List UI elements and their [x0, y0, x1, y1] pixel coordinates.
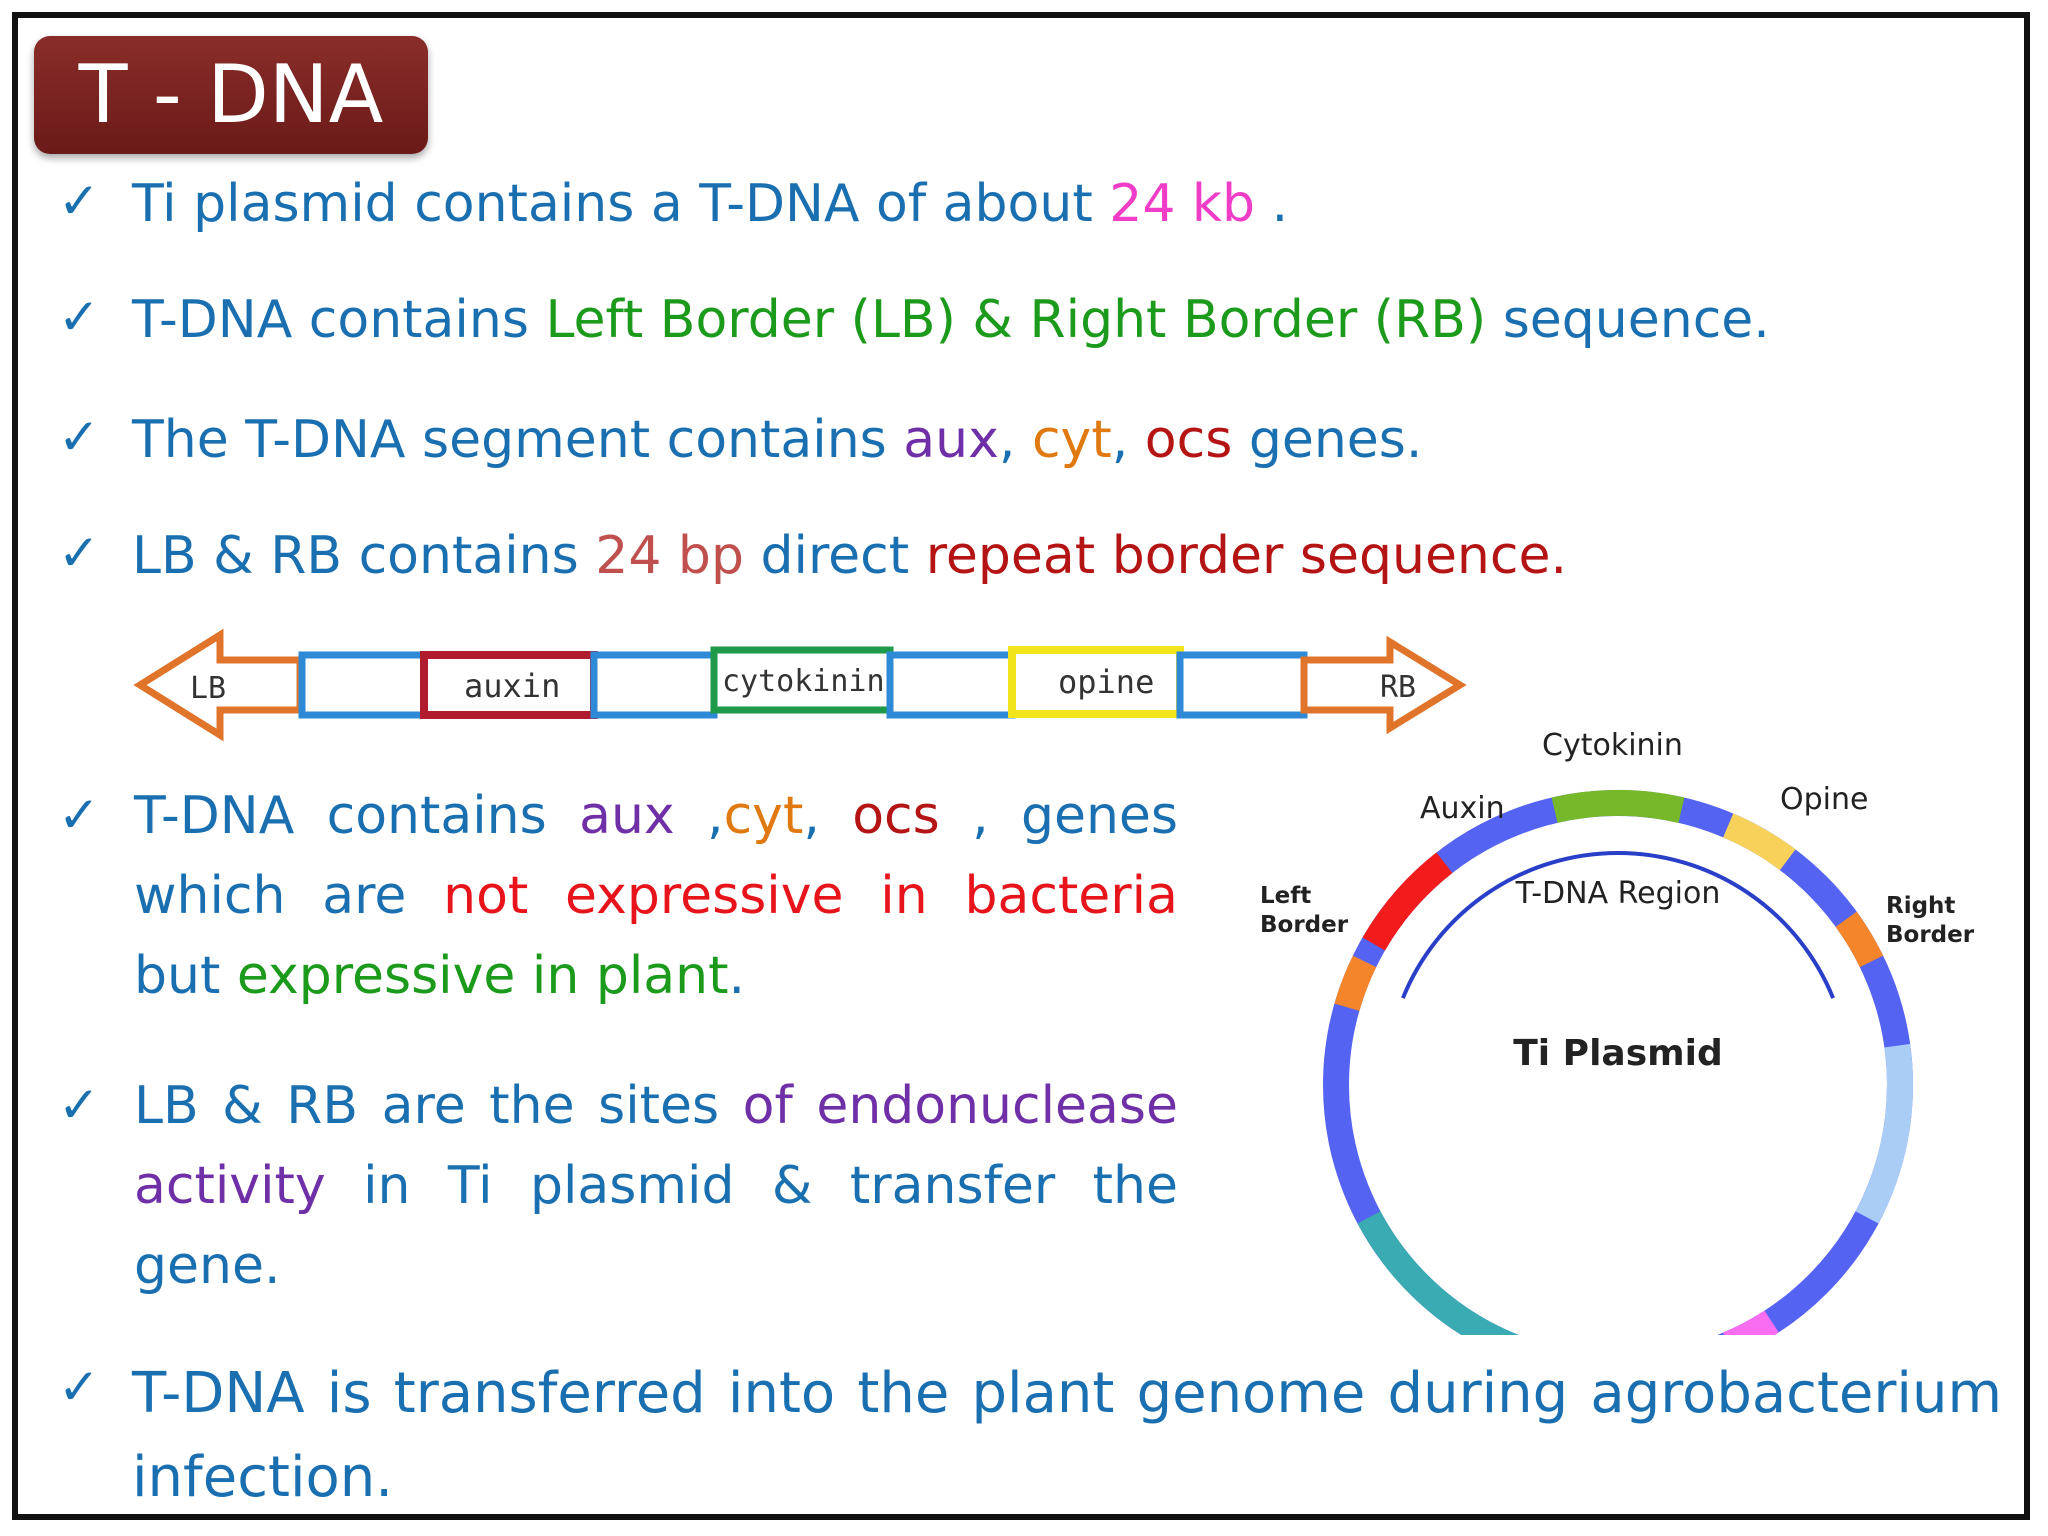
- check-icon: ✓: [58, 1358, 100, 1416]
- cytokinin-segment: [1551, 790, 1685, 823]
- endonuclease-text: of endonuclease activity: [134, 1076, 1178, 1216]
- right-border-label: Border: [1886, 922, 1975, 948]
- auxin-segment: [1362, 852, 1453, 951]
- left-border-label: Left: [1260, 883, 1311, 909]
- plasmid-ring: [1323, 790, 1913, 1335]
- bullet-1-end: .: [1255, 174, 1289, 234]
- auxin-label: auxin: [464, 667, 560, 705]
- check-icon: ✓: [58, 524, 100, 582]
- rb-label: RB: [1380, 670, 1416, 705]
- bullet-3: The T-DNA segment contains aux, cyt, ocs…: [132, 410, 1422, 470]
- gene-aux: aux: [579, 786, 675, 846]
- bullet-2-text: T-DNA contains: [132, 290, 546, 350]
- bullet-6-text: LB & RB are the sites: [134, 1076, 743, 1136]
- bullet-2: T-DNA contains Left Border (LB) & Right …: [132, 290, 1770, 350]
- bullet-5: T-DNA contains aux ,cyt, ocs , genes whi…: [134, 776, 1178, 1016]
- check-icon: ✓: [58, 172, 100, 230]
- pink-segment: [1722, 1310, 1779, 1335]
- check-icon: ✓: [58, 408, 100, 466]
- slide-title: T - DNA: [34, 36, 428, 154]
- opine-plasmid-label: Opine: [1780, 782, 1868, 817]
- bullet-3-end: genes.: [1232, 410, 1423, 470]
- lb-label: LB: [190, 671, 226, 706]
- auxin-plasmid-label: Auxin: [1420, 791, 1505, 826]
- bullet-3-text: The T-DNA segment contains: [132, 410, 904, 470]
- spacer-box: [886, 651, 1016, 719]
- bullet-5-end: .: [728, 946, 746, 1006]
- linear-tdna-map: LB auxin cytokinin opine RB: [133, 628, 1467, 742]
- right-border-segment: [1835, 911, 1884, 968]
- check-icon: ✓: [58, 1076, 100, 1134]
- bullet-5-text: T-DNA contains: [134, 786, 580, 846]
- bullet-7: T-DNA is transferred into the plant geno…: [132, 1361, 2002, 1510]
- gene-cyt: cyt: [723, 786, 804, 846]
- expressive-text: expressive in plant: [236, 946, 729, 1006]
- ti-plasmid-diagram: Auxin Cytokinin Opine Left Border Right …: [1260, 728, 1975, 1335]
- sep: ,: [803, 786, 853, 846]
- bullet-2-end: sequence.: [1486, 290, 1770, 350]
- spacer-box: [298, 651, 428, 719]
- bullet-4: LB & RB contains 24 bp direct repeat bor…: [132, 526, 1567, 586]
- ti-plasmid-label: Ti Plasmid: [1513, 1033, 1723, 1074]
- spacer-box: [590, 651, 718, 719]
- check-icon: ✓: [58, 786, 100, 844]
- spacer-box: [1176, 651, 1308, 719]
- rb-arrow: [1300, 635, 1467, 735]
- gene-ocs: ocs: [852, 786, 940, 846]
- opine-label: opine: [1058, 663, 1154, 701]
- gene-aux: aux: [903, 410, 999, 470]
- light-blue-segment: [1855, 1043, 1913, 1224]
- auxin-box: [420, 651, 598, 719]
- bullet-4-bp: 24 bp: [595, 526, 744, 586]
- bullet-1: Ti plasmid contains a T-DNA of about 24 …: [132, 174, 1288, 234]
- left-border-label: Border: [1260, 912, 1349, 938]
- bullet-5-mid: , genes which are: [134, 786, 1179, 926]
- not-expressive-text: not expressive in bacteria: [443, 866, 1178, 926]
- bullet-4-highlight: repeat border sequence.: [925, 526, 1568, 586]
- bullet-1-highlight: 24 kb: [1109, 174, 1256, 234]
- right-border-label: Right: [1886, 893, 1955, 919]
- sep: ,: [1111, 410, 1145, 470]
- bullet-4-text: LB & RB contains: [132, 526, 596, 586]
- opine-segment: [1722, 813, 1796, 871]
- check-icon: ✓: [58, 288, 100, 346]
- tdna-region-label: T-DNA Region: [1515, 876, 1721, 911]
- bullet-6-end: in Ti plasmid & transfer the gene.: [134, 1156, 1178, 1296]
- tdna-region-arc: [1401, 850, 1835, 999]
- bullet-4-mid: direct: [743, 526, 926, 586]
- left-border-segment: [1334, 955, 1377, 1012]
- sep: ,: [998, 410, 1032, 470]
- gene-ocs: ocs: [1144, 410, 1233, 470]
- teal-segment: [1357, 1211, 1519, 1335]
- sep: ,: [674, 786, 724, 846]
- gene-cyt: cyt: [1031, 410, 1112, 470]
- cytokinin-label: cytokinin: [722, 664, 885, 699]
- cytokinin-plasmid-label: Cytokinin: [1542, 728, 1683, 763]
- bullet-6: LB & RB are the sites of endonuclease ac…: [134, 1066, 1178, 1306]
- bullet-2-highlight: Left Border (LB) & Right Border (RB): [545, 290, 1487, 350]
- slide-frame: [12, 12, 2030, 1520]
- bullet-5-but: but: [134, 946, 237, 1006]
- bullet-1-text: Ti plasmid contains a T-DNA of about: [132, 174, 1110, 234]
